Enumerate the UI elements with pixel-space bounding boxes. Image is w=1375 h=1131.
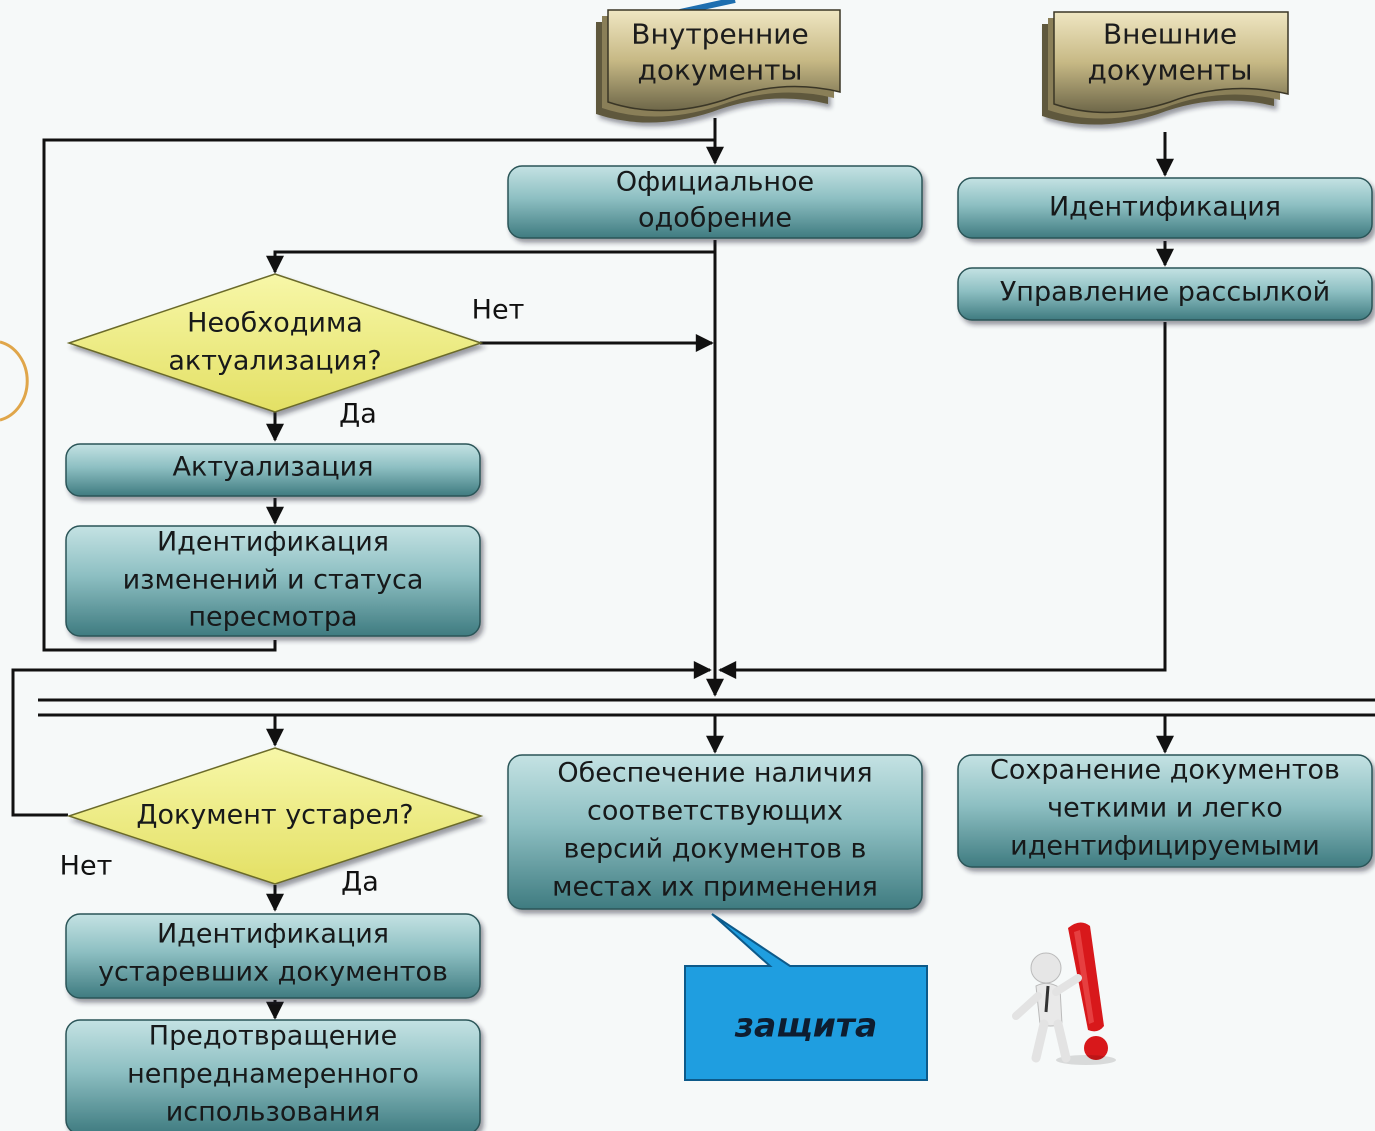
identify-obsolete-node: Идентификация устаревших документов <box>65 913 481 999</box>
ensure-availability-line-2: соответствующих <box>587 796 843 827</box>
person-exclamation-icon <box>1012 922 1116 1065</box>
distribution-management-label: Управление рассылкой <box>1000 277 1330 308</box>
identify-obsolete-line-1: Идентификация <box>157 919 389 950</box>
need-update-line-1: Необходима <box>187 308 363 339</box>
partial-circle-decoration <box>0 340 29 422</box>
keep-legible-line-3: идентифицируемыми <box>1010 831 1320 862</box>
official-approval-line-1: Официальное <box>616 167 814 198</box>
keep-legible-node: Сохранение документов четкими и легко ид… <box>957 754 1373 868</box>
prevent-unintended-use-line-3: использования <box>166 1097 381 1128</box>
identify-changes-line-1: Идентификация <box>157 527 389 558</box>
ensure-availability-line-4: местах их применения <box>552 872 878 903</box>
identify-changes-line-3: пересмотра <box>188 602 357 633</box>
identify-changes-line-2: изменений и статуса <box>123 565 424 596</box>
update-node: Актуализация <box>65 443 481 497</box>
internal-documents-node: Внутренние документы <box>596 9 841 123</box>
identify-obsolete-line-2: устаревших документов <box>98 957 448 988</box>
ensure-availability-line-1: Обеспечение наличия <box>557 758 872 789</box>
prevent-unintended-use-line-1: Предотвращение <box>149 1021 397 1052</box>
identify-changes-node: Идентификация изменений и статуса пересм… <box>65 525 481 637</box>
official-approval-node: Официальное одобрение <box>507 165 923 239</box>
protection-callout: защита <box>684 913 928 1081</box>
keep-legible-line-2: четкими и легко <box>1047 793 1283 824</box>
external-documents-line-2: документы <box>1087 54 1252 87</box>
official-approval-line-2: одобрение <box>638 203 792 234</box>
external-documents-node: Внешние документы <box>1042 11 1289 125</box>
obsolete-yes-label: Да <box>341 867 379 898</box>
distribution-management-node: Управление рассылкой <box>957 267 1373 321</box>
obsolete-no-label: Нет <box>60 851 113 882</box>
need-update-no-label: Нет <box>472 295 525 326</box>
update-label: Актуализация <box>173 452 374 483</box>
protection-callout-text: защита <box>734 1006 877 1045</box>
internal-documents-line-1: Внутренние <box>631 18 808 51</box>
need-update-yes-label: Да <box>339 399 377 430</box>
identification-label: Идентификация <box>1049 192 1281 223</box>
obsolete-label: Документ устарел? <box>136 800 413 831</box>
connectors <box>11 118 1375 1020</box>
internal-documents-line-2: документы <box>637 54 802 87</box>
need-update-line-2: актуализация? <box>168 346 381 377</box>
need-update-decision: Необходима актуализация? <box>66 273 484 413</box>
ensure-availability-line-3: версий документов в <box>564 834 867 865</box>
identification-node: Идентификация <box>957 177 1373 239</box>
keep-legible-line-1: Сохранение документов <box>990 755 1340 786</box>
prevent-unintended-use-node: Предотвращение непреднамеренного использ… <box>65 1019 481 1131</box>
ensure-availability-node: Обеспечение наличия соответствующих верс… <box>507 754 923 910</box>
prevent-unintended-use-line-2: непреднамеренного <box>127 1059 419 1090</box>
obsolete-decision: Документ устарел? <box>66 747 484 885</box>
external-documents-line-1: Внешние <box>1103 18 1237 51</box>
